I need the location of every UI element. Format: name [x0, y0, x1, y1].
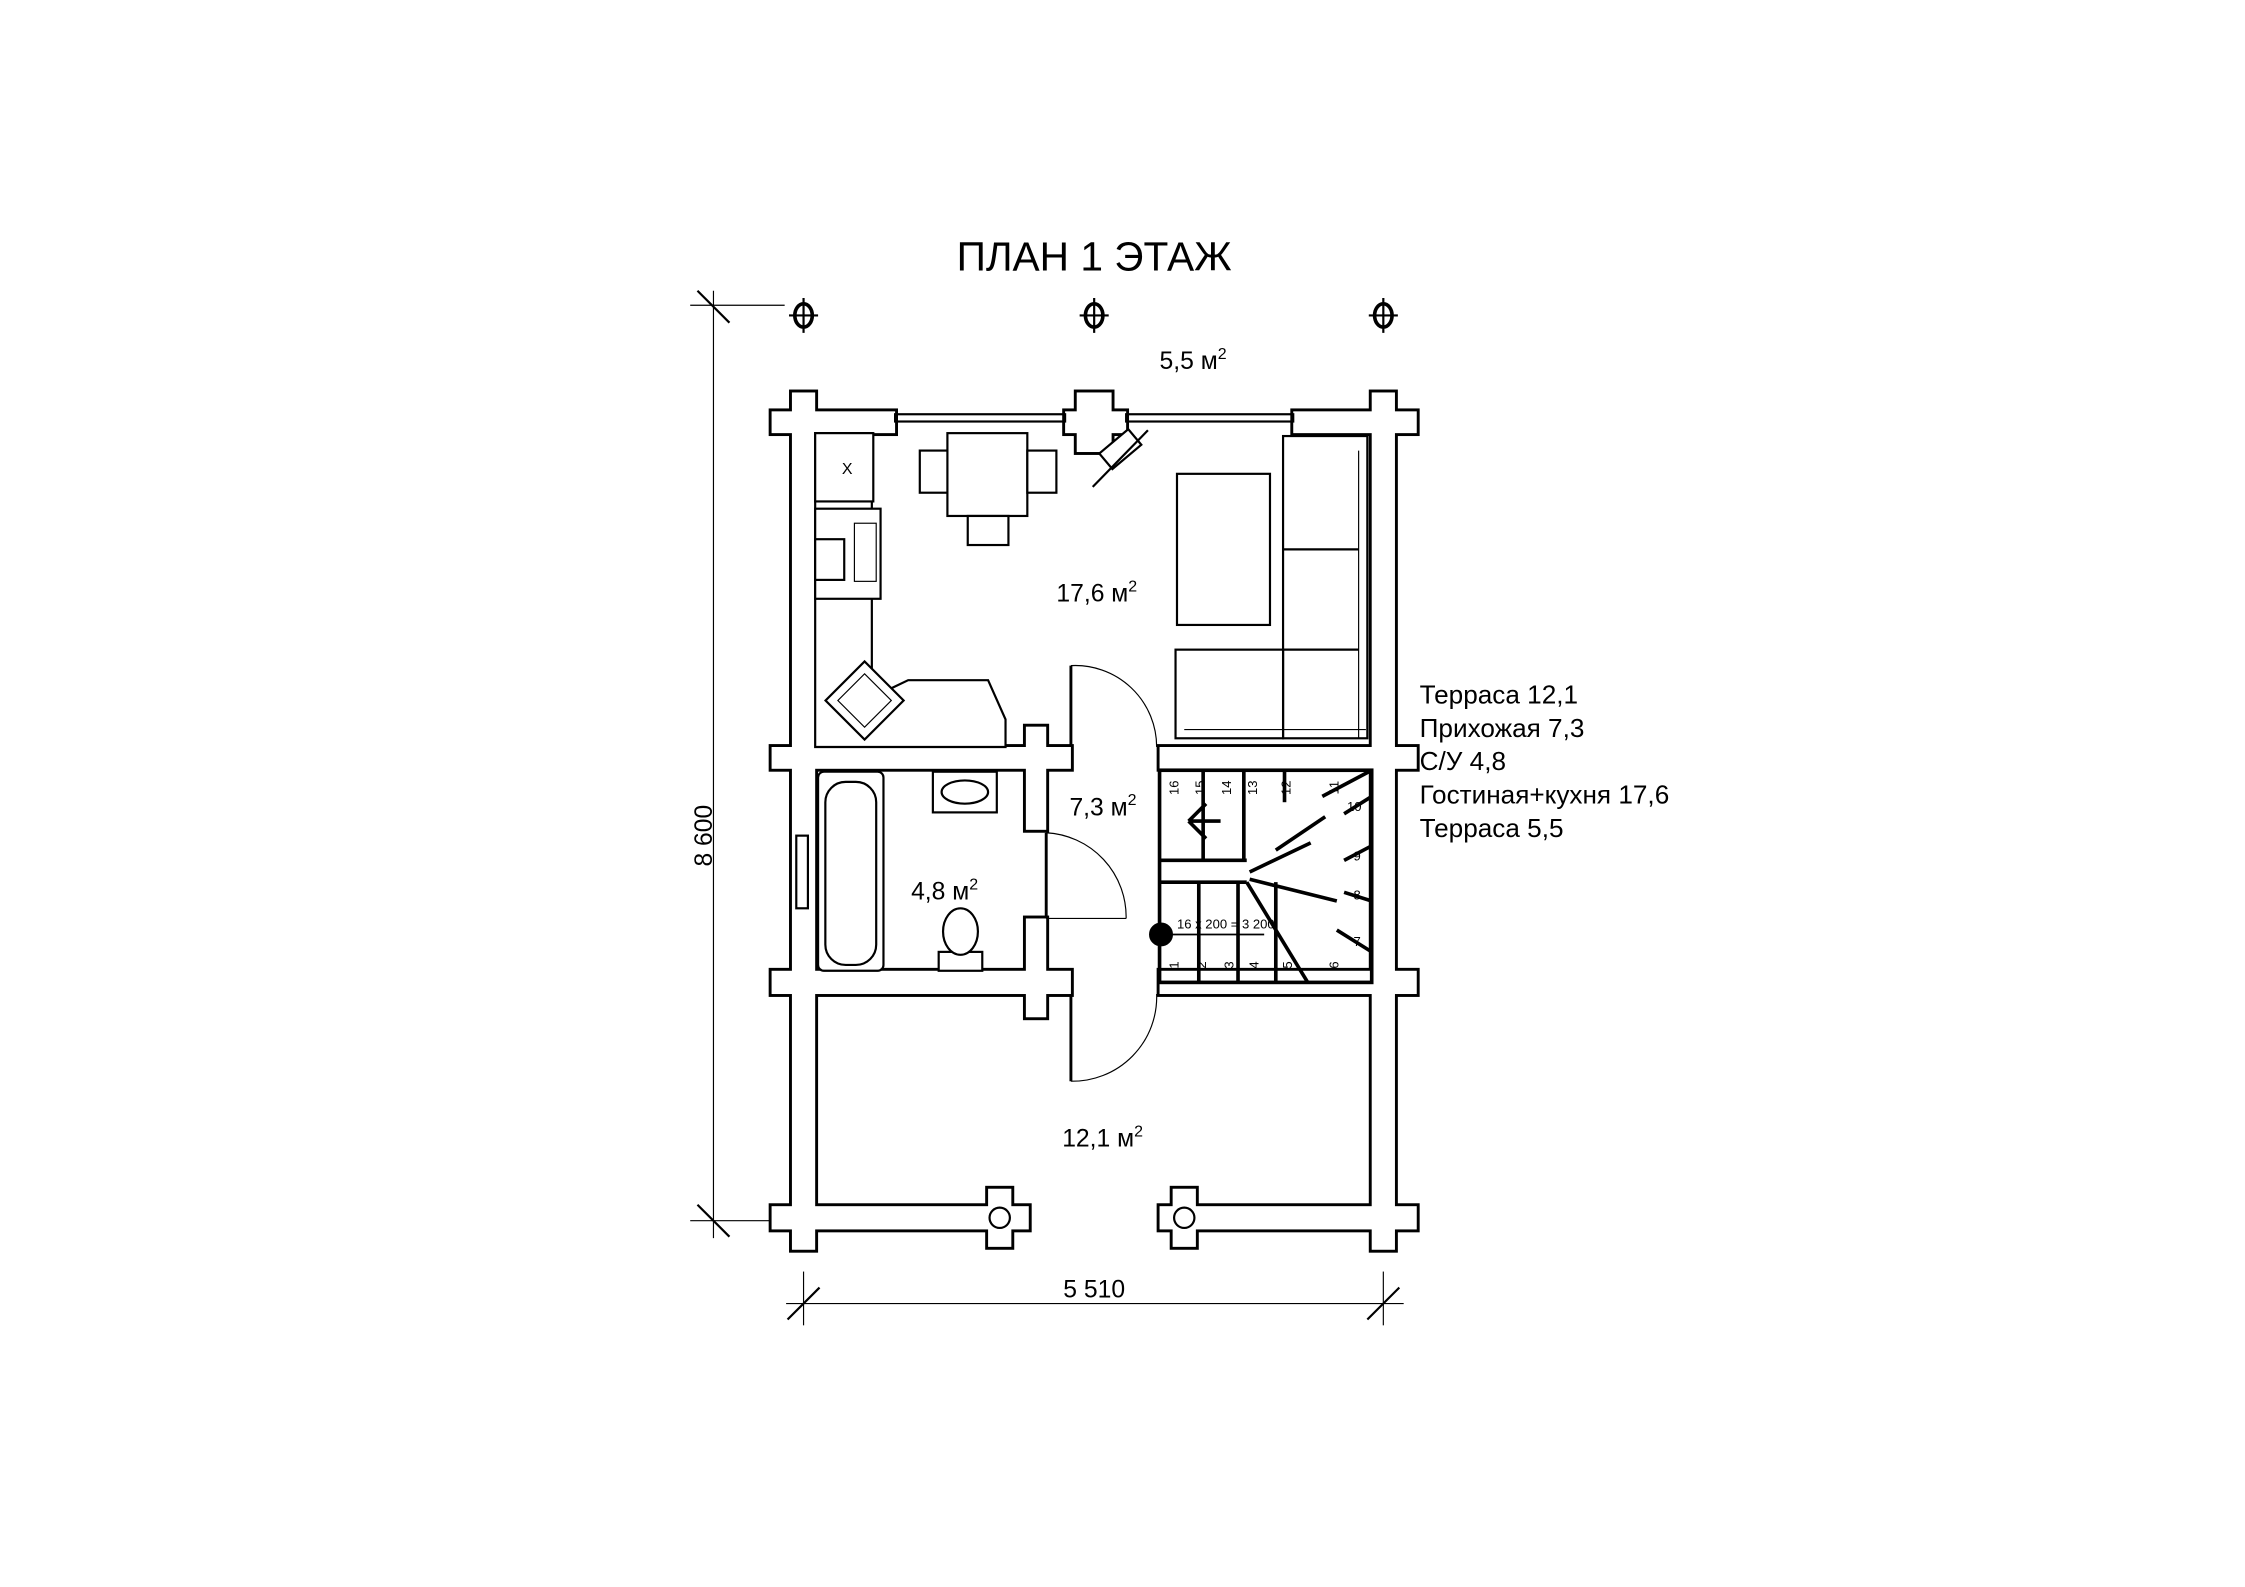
chair: [1026, 449, 1058, 494]
column-marker: [1079, 298, 1109, 333]
sofa-section: [1174, 648, 1285, 740]
staircase: [1149, 768, 1374, 985]
step-number: 1: [1166, 961, 1181, 968]
sink: [814, 432, 875, 503]
room-area-hall: 7,3 м2: [1069, 792, 1136, 821]
stair-start-dot: [1149, 922, 1173, 947]
step-number: 10: [1347, 799, 1362, 814]
sofa: [1281, 434, 1369, 740]
stair-formula: 16 x 200 = 3 200: [1177, 917, 1275, 932]
step-number: 8: [1354, 888, 1361, 903]
step-number: 2: [1194, 961, 1209, 968]
room-area-terrace-bottom: 12,1 м2: [1062, 1123, 1143, 1152]
windows: [795, 413, 1295, 910]
post-circle: [988, 1206, 1011, 1230]
corner-appliance: [823, 659, 906, 742]
step-number: 7: [1354, 934, 1361, 949]
step-number: 14: [1219, 780, 1234, 795]
column-marker: [1368, 298, 1398, 333]
bathroom-door: [1044, 832, 1127, 920]
step-number: 3: [1222, 961, 1237, 968]
plan-title: ПЛАН 1 ЭТАЖ: [957, 233, 1232, 279]
height-dimension-label: 8 600: [691, 805, 718, 867]
area-legend: Терраса 12,1 Прихожая 7,3 С/У 4,8 Гостин…: [1420, 679, 1670, 843]
step-number: 6: [1326, 961, 1341, 968]
window: [795, 834, 809, 910]
width-dimension: [786, 1271, 1404, 1326]
dining-table: [946, 432, 1029, 518]
room-area-bathroom: 4,8 м2: [911, 876, 978, 905]
tv-stand: [1091, 427, 1149, 488]
terrace-columns: [789, 298, 1398, 333]
bathroom-fixtures: [816, 770, 998, 972]
step-number: 11: [1326, 781, 1341, 795]
step-number: 4: [1246, 961, 1261, 968]
window: [894, 413, 1067, 423]
room-area-living-kitchen: 17,6 м2: [1056, 579, 1137, 608]
washbasin: [931, 770, 998, 814]
dining-set: [918, 432, 1058, 547]
step-number: 13: [1245, 780, 1260, 795]
legend-item: С/У 4,8: [1420, 746, 1506, 776]
stair-step-numbers: 1 2 3 4 5 6 7 8 9 10 11 12 13 14 15 16: [1166, 780, 1361, 968]
width-dimension-label: 5 510: [1063, 1277, 1125, 1304]
step-number: 16: [1166, 780, 1181, 795]
living-furniture: [1174, 434, 1369, 740]
room-area-terrace-top: 5,5 м2: [1160, 346, 1227, 375]
column-marker: [789, 298, 819, 333]
toilet-bowl: [941, 907, 980, 956]
sink-mark: X: [842, 461, 853, 478]
post-circle: [1172, 1206, 1196, 1230]
coffee-table: [1175, 472, 1272, 627]
kitchen-counter: [814, 432, 1007, 749]
chair: [918, 449, 949, 494]
step-number: 15: [1193, 780, 1208, 795]
living-room-door: [1069, 664, 1158, 748]
doors: [1044, 664, 1158, 1082]
log-walls: [768, 389, 1420, 1253]
fridge: [814, 538, 846, 581]
chair: [966, 514, 1010, 547]
step-number: 5: [1280, 961, 1295, 968]
window: [1125, 413, 1295, 423]
step-number: 9: [1354, 848, 1361, 863]
step-number: 12: [1278, 780, 1293, 795]
legend-item: Терраса 5,5: [1420, 813, 1564, 843]
legend-item: Терраса 12,1: [1420, 679, 1578, 709]
bathtub: [816, 770, 885, 972]
entrance-door: [1069, 994, 1158, 1082]
legend-item: Прихожая 7,3: [1420, 713, 1585, 743]
legend-item: Гостиная+кухня 17,6: [1420, 780, 1670, 810]
